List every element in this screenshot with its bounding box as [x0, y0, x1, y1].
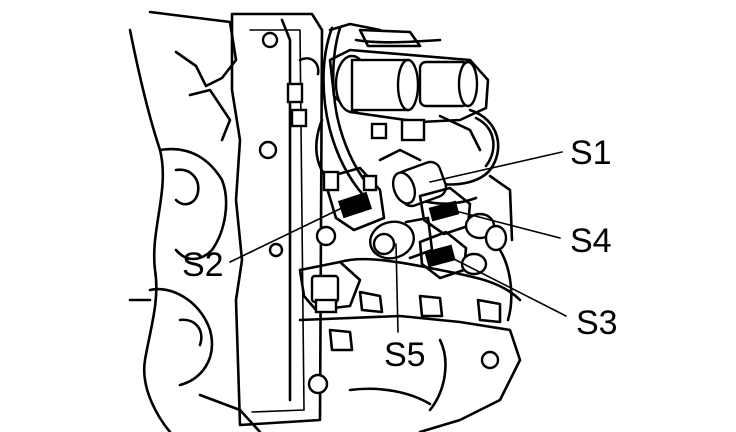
bolt-head [268, 242, 284, 258]
label-s3: S3 [576, 304, 618, 342]
bolt-head [307, 373, 329, 395]
solenoid-s2 [315, 166, 386, 247]
solenoid-s1 [378, 148, 448, 208]
wire-harness [315, 22, 500, 205]
leader-line-s5 [395, 243, 399, 333]
transmission-housing [128, 10, 262, 432]
label-s1: S1 [570, 134, 612, 172]
label-s5: S5 [384, 336, 426, 374]
bolt-head [261, 31, 279, 49]
lower-valve-body [298, 174, 522, 432]
valve-port [286, 82, 304, 104]
solenoid-s5 [369, 216, 434, 260]
leader-line-s2 [229, 205, 347, 263]
label-s2: S2 [182, 246, 224, 284]
bolt-head [258, 140, 278, 160]
leader-line-s3 [447, 255, 567, 317]
leader-line-s1 [429, 151, 563, 183]
leader-lines [229, 151, 567, 333]
valve-body-plate [230, 12, 329, 427]
upper-solenoid-assembly [328, 28, 490, 152]
valve-port [290, 108, 308, 128]
label-s4: S4 [570, 222, 612, 260]
leader-line-s4 [451, 209, 561, 239]
solenoid-s3 [418, 230, 488, 280]
